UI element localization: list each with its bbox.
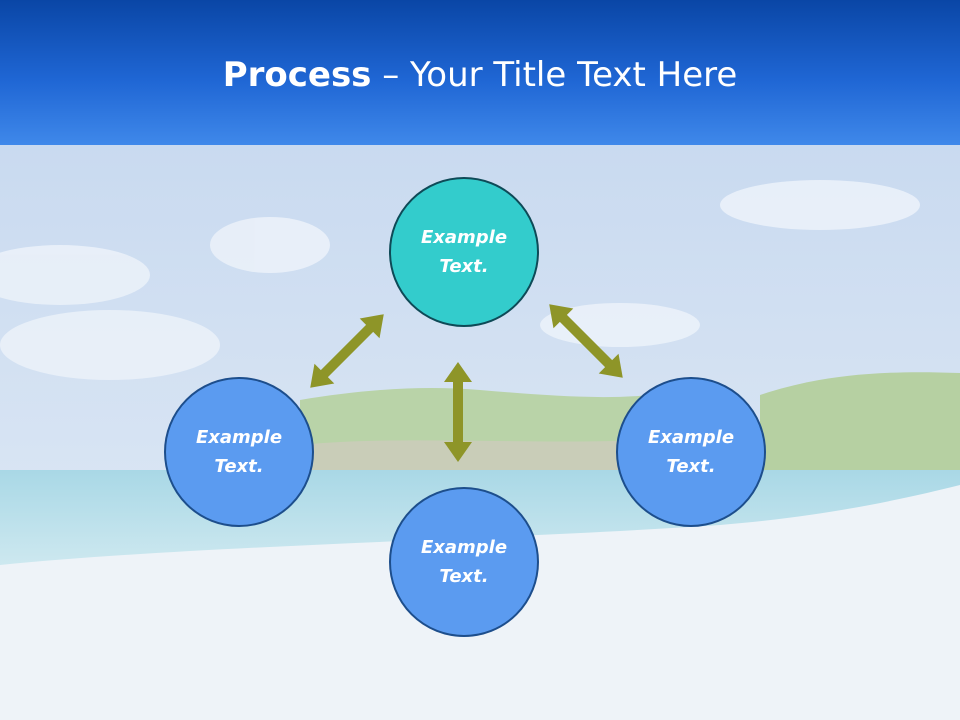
title-bold: Process bbox=[222, 55, 372, 95]
arrow-top-right bbox=[549, 304, 623, 378]
title-bar: Process – Your Title Text Here bbox=[0, 0, 960, 145]
arrow-vertical bbox=[444, 362, 472, 462]
node-top-text: Example Text. bbox=[420, 227, 508, 277]
title-rest: – Your Title Text Here bbox=[371, 55, 738, 95]
node-left-text: Example Text. bbox=[195, 427, 283, 477]
node-right-text: Example Text. bbox=[647, 427, 735, 477]
process-node-top: Example Text. bbox=[389, 177, 539, 327]
process-node-right: Example Text. bbox=[616, 377, 766, 527]
slide-title: Process – Your Title Text Here bbox=[0, 52, 960, 98]
arrow-top-left bbox=[310, 314, 384, 388]
process-node-bottom: Example Text. bbox=[389, 487, 539, 637]
node-bottom-text: Example Text. bbox=[420, 537, 508, 587]
process-node-left: Example Text. bbox=[164, 377, 314, 527]
